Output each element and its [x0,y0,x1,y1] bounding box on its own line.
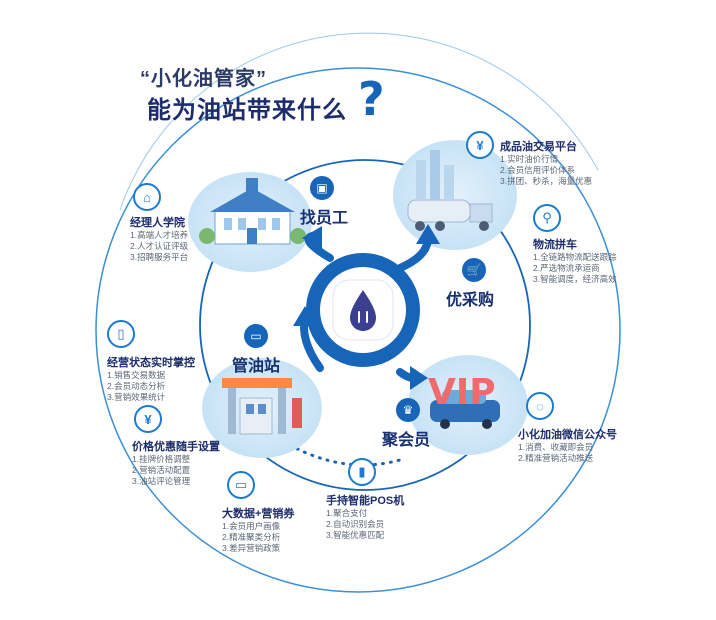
feature-item: 1.全链路物流配送跟踪 [533,252,617,262]
question-mark-icon: ? [358,72,385,126]
feature-jiage: 价格优惠随手设置 1.挂牌价格调整 2.营销活动配置 3.油站评论管理 [132,438,220,487]
dotted-arc [288,443,402,467]
title-line1: “小化油管家” [140,68,267,90]
price-tag-icon: ¥ [134,405,162,433]
feature-wuliu: 物流拼车 1.全链路物流配送跟踪 2.严选物流承运商 3.智能调度，经济高效 [533,236,617,285]
blob-youcaigou [393,140,517,250]
feature-title: 价格优惠随手设置 [132,441,220,453]
feature-dashuju: 大数据+营销券 1.会员用户画像 2.精准聚类分析 3.差异营销政策 [222,505,294,554]
feature-item: 1.实时油价行情 [500,154,559,164]
gas-station-illustration [222,378,302,435]
feature-item: 3.油站评论管理 [132,476,191,486]
node-zhaoyuangong: 找员工 [300,210,349,227]
feature-item: 3.差异营销政策 [222,543,281,553]
feature-item: 3.智能调度，经济高效 [533,274,617,284]
feature-item: 1.销售交易数据 [107,370,166,380]
feature-item: 1.挂牌价格调整 [132,454,191,464]
feature-weixin: 小化加油微信公众号 1.消费、收藏即会员 2.精准营销活动推送 [518,426,617,464]
cart-icon: 🛒 [462,258,486,282]
monitor-icon: ▭ [244,324,268,348]
feature-title: 经理人学院 [130,217,185,229]
tanker-truck-illustration [407,150,493,231]
feature-item: 1.消费、收藏即会员 [518,442,594,452]
feature-item: 2.营销活动配置 [132,465,191,475]
feature-item: 3.智能优惠匹配 [326,530,385,540]
feature-item: 2.精准聚类分析 [222,532,281,542]
feature-item: 1.高端人才培养 [130,230,189,240]
pos-terminal-icon: ▮ [348,458,376,486]
feature-jingliren: 经理人学院 1.高端人才培养 2.人才认证评级 3.招聘服务平台 [130,214,188,263]
coupon-icon: ▭ [227,471,255,499]
feature-title: 成品油交易平台 [500,141,577,153]
phone-icon: ▯ [107,320,135,348]
outer-ring-arc [119,32,599,211]
feature-item: 3.拼团、秒杀，海量优惠 [500,176,593,186]
feature-title: 小化加油微信公众号 [518,429,617,441]
vip-text: VIP [428,372,496,413]
node-youcaigou: 优采购 [446,292,495,309]
feature-item: 3.招聘服务平台 [130,252,189,262]
yuan-currency-icon: ¥ [466,131,494,159]
feature-item: 2.会员动态分析 [107,381,166,391]
feature-item: 3.营销效果统计 [107,392,166,402]
feature-item: 2.自动识别会员 [326,519,385,529]
feature-chengpinyou: 成品油交易平台 1.实时油价行情 2.会员信用评价体系 3.拼团、秒杀，海量优惠 [500,138,592,187]
feature-title: 经营状态实时掌控 [107,357,195,369]
title-line2: 能为油站带来什么 [147,97,347,124]
vip-car-illustration [430,390,500,429]
node-guanyouzhan: 管油站 [232,358,281,375]
crown-icon: ♛ [396,398,420,422]
feature-title: 物流拼车 [533,239,577,251]
central-oil-drop-logo [306,253,420,367]
node-juhuiyuan: 聚会员 [382,432,431,449]
school-building-illustration [199,178,306,245]
feature-item: 2.精准营销活动推送 [518,453,594,463]
feature-item: 2.严选物流承运商 [533,263,600,273]
logistics-icon: ⚲ [533,204,561,232]
feature-jingying: 经营状态实时掌控 1.销售交易数据 2.会员动态分析 3.营销效果统计 [107,354,195,403]
feature-item: 2.人才认证评级 [130,241,189,251]
feature-title: 手持智能POS机 [326,495,405,507]
feature-pos: 手持智能POS机 1.聚合支付 2.自动识别会员 3.智能优惠匹配 [326,492,404,541]
outer-ring [95,67,621,593]
briefcase-icon: ▣ [310,176,334,200]
feature-item: 1.聚合支付 [326,508,368,518]
inner-ring [199,159,531,491]
feature-title: 大数据+营销券 [222,508,295,520]
feature-item: 1.会员用户画像 [222,521,281,531]
academy-icon: ⌂ [133,183,161,211]
wechat-icon: ◌ [526,392,554,420]
feature-item: 2.会员信用评价体系 [500,165,576,175]
